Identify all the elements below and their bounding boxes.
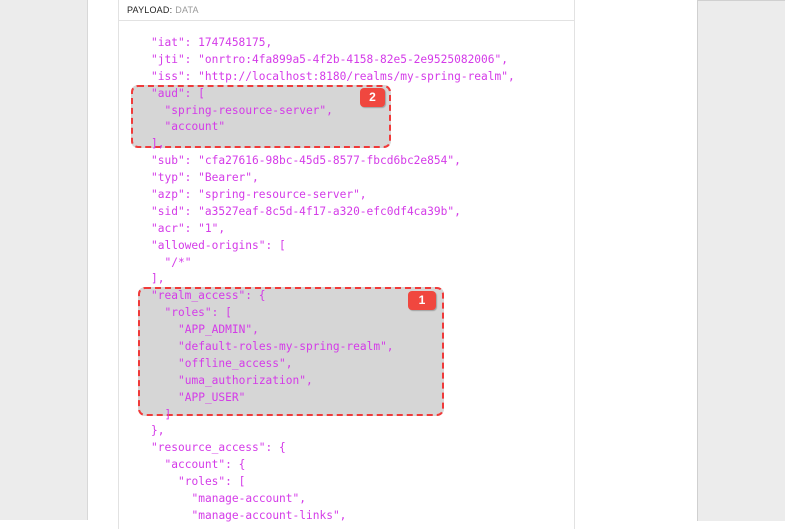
payload-sublabel: DATA [175,5,199,15]
json-line: "account": { [164,458,246,472]
json-line: "/*" [164,255,192,269]
json-line: "offline_access", [178,356,293,370]
json-line: ] [164,407,172,421]
json-line: ], [151,272,165,286]
highlight-badge-1: 1 [408,291,436,310]
json-line: }, [151,424,165,438]
highlight-realm-access [138,287,444,416]
json-line: ], [151,137,165,151]
json-line: "allowed-origins": [ [151,238,286,252]
payload-label: PAYLOAD: [127,5,173,15]
json-line: "sub": "cfa27616-98bc-45d5-8577-fbcd6bc2… [151,154,461,168]
json-line: "APP_USER" [178,390,246,404]
highlight-badge-2: 2 [360,88,385,107]
json-line: "sid": "a3527eaf-8c5d-4f17-a320-efc0df4c… [151,204,461,218]
left-gutter [0,0,88,520]
json-line: "realm_access": { [151,289,266,303]
json-line: "azp": "spring-resource-server", [151,188,367,202]
json-line: "manage-account-links", [191,508,347,522]
json-line: "spring-resource-server", [164,103,333,117]
json-line: "jti": "onrtro:4fa899a5-4f2b-4158-82e5-2… [151,52,508,66]
json-line: "uma_authorization", [178,373,313,387]
payload-panel: PAYLOAD:DATA [118,0,575,529]
json-line: "roles": [ [164,306,232,320]
json-line: "APP_ADMIN", [178,323,259,337]
json-line: "resource_access": { [151,441,286,455]
payload-header: PAYLOAD:DATA [119,0,574,21]
json-line: "default-roles-my-spring-realm", [178,340,394,354]
json-line: "acr": "1", [151,221,226,235]
json-line: "iss": "http://localhost:8180/realms/my-… [151,69,515,83]
highlight-aud [131,85,391,148]
right-gutter [697,0,785,521]
json-line: "manage-account", [191,492,307,506]
payload-json: "iat": 1747458175, "jti": "onrtro:4fa899a… [151,35,515,525]
json-line: "aud": [ [151,86,205,100]
json-line: "iat": 1747458175, [151,36,273,49]
json-line: "account" [164,120,226,134]
json-line: "roles": [ [178,475,246,489]
json-line: "typ": "Bearer", [151,171,259,185]
